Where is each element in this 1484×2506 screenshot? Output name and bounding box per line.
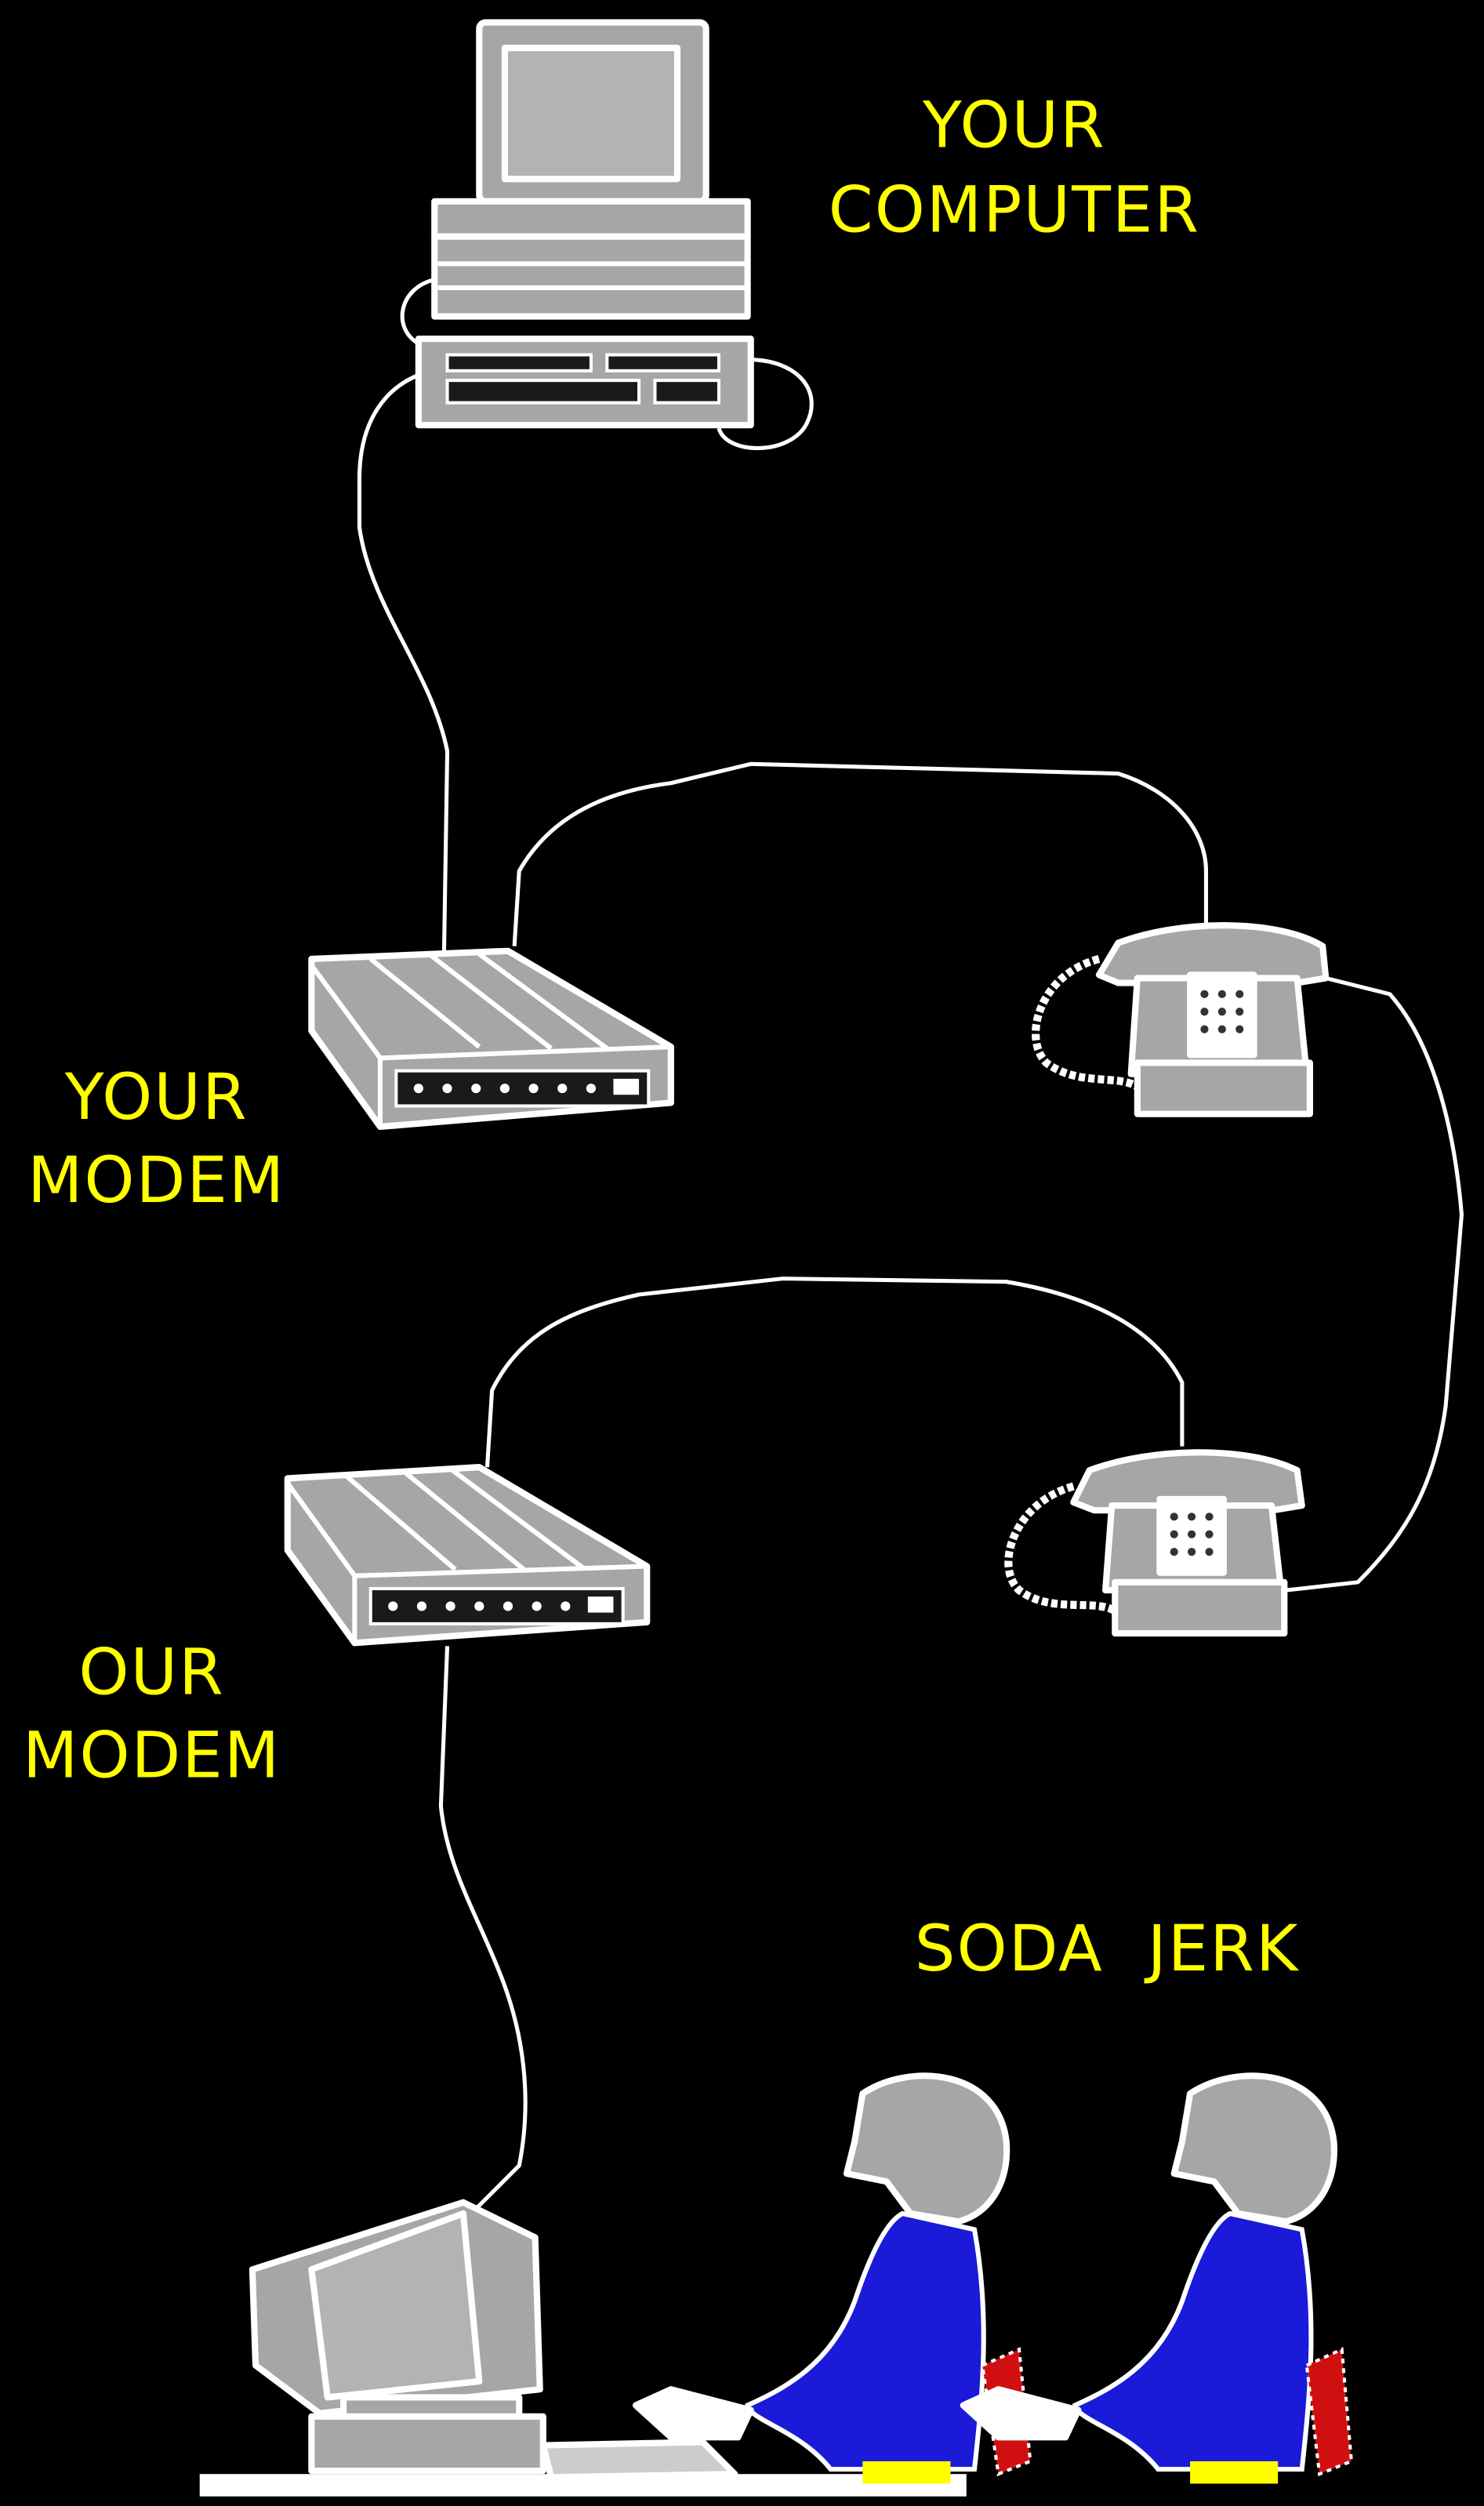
label-our-modem-line1: OUR (78, 1636, 225, 1710)
cable-computer-mouse (717, 358, 814, 451)
label-your-computer-line2: COMPUTER (829, 173, 1200, 248)
cable-our-modem-to-terminal (438, 1646, 528, 2210)
your-modem-icon (308, 947, 674, 1131)
soda-jerk-person-1 (632, 2072, 1032, 2484)
cable-your-modem-to-phone (512, 761, 1208, 946)
cable-phone-to-phone-line (1286, 975, 1464, 1593)
your-telephone-icon (1032, 922, 1330, 1117)
label-our-modem-line2: MODEM (23, 1719, 281, 1793)
cable-our-modem-to-phone (484, 1277, 1185, 1468)
label-soda-jerk: SODA JERK (915, 1912, 1300, 1986)
our-telephone-icon (1004, 1449, 1305, 1637)
cable-computer-to-your-modem (357, 369, 450, 951)
label-your-computer-line1: YOUR (922, 89, 1106, 163)
label-your-modem-line1: YOUR (64, 1060, 249, 1135)
your-computer-icon (415, 19, 754, 429)
soda-jerk-person-2 (960, 2072, 1354, 2484)
terminal-computer-icon (199, 2199, 967, 2497)
label-your-modem-line2: MODEM (27, 1143, 285, 1218)
cable-computer-side (400, 278, 435, 346)
our-modem-icon (284, 1464, 651, 1647)
